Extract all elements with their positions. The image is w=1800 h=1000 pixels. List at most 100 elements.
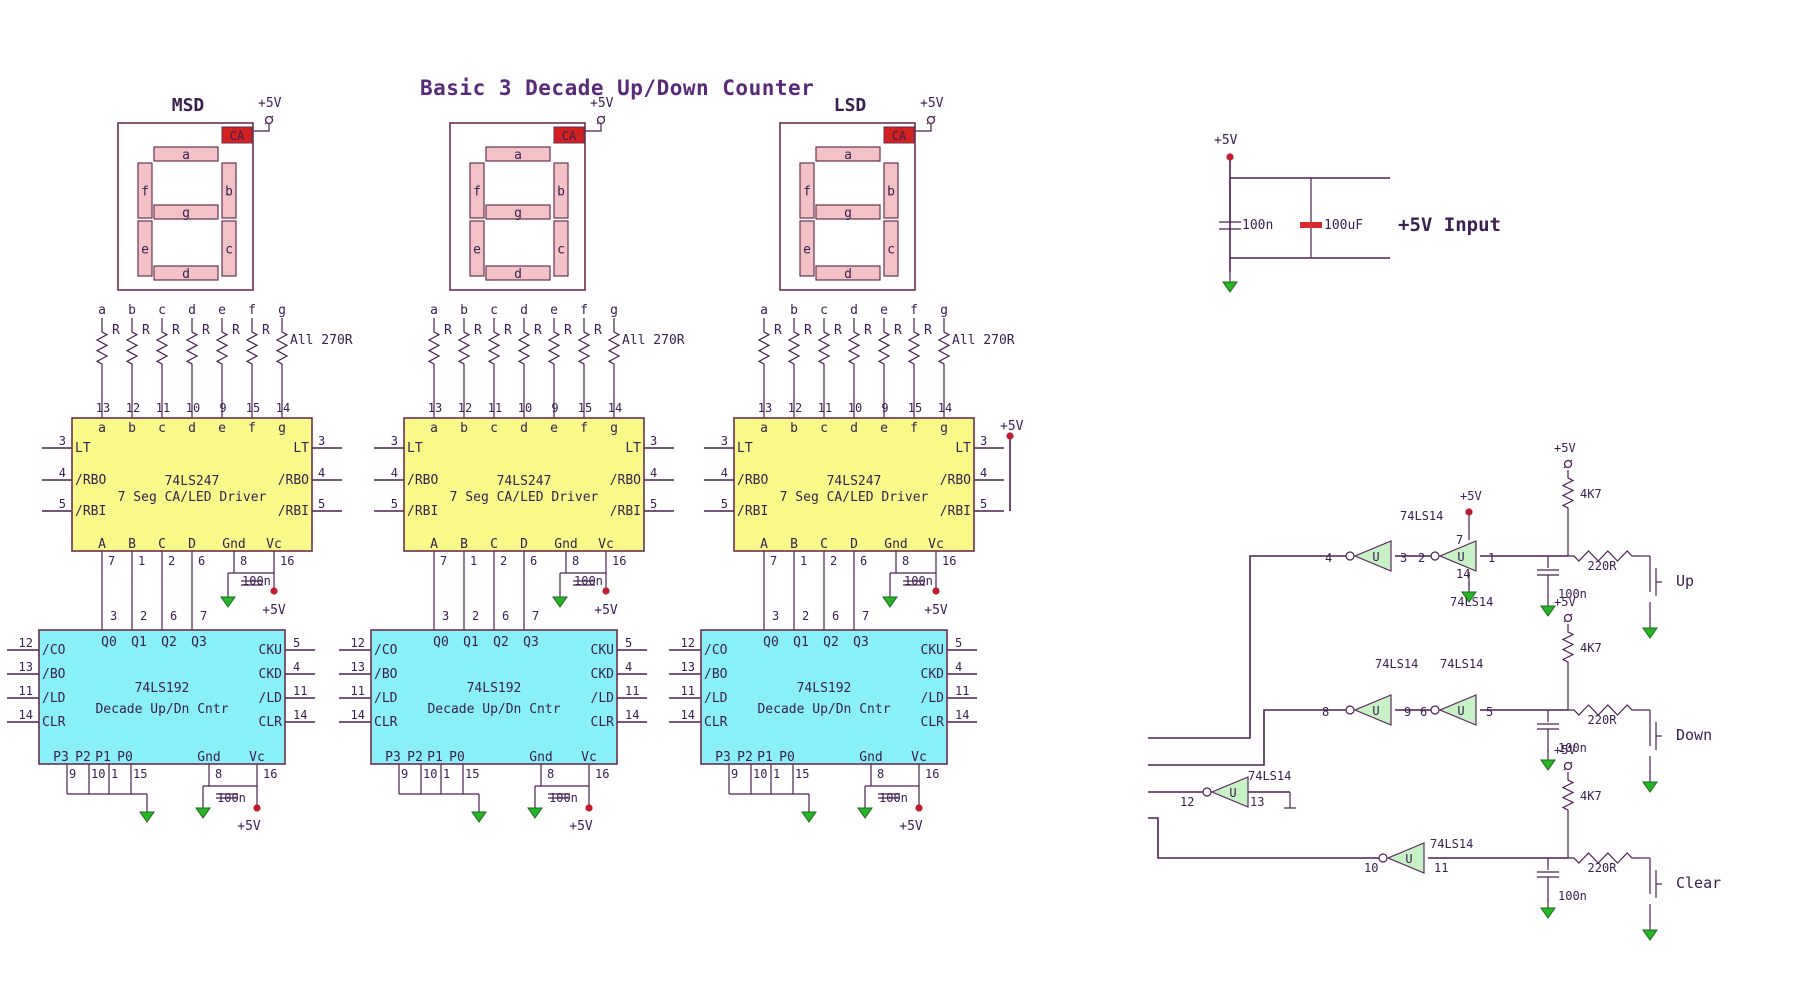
ca-supply	[596, 115, 606, 125]
driver-decoupling-label: 100n	[242, 574, 271, 588]
segment-resistor	[125, 324, 139, 372]
driver-pin-number: 15	[908, 401, 922, 415]
driver-left-pin-num: 3	[721, 434, 728, 448]
counter-gnd-pin-num: 8	[547, 767, 554, 781]
down-button-filter-label: 100n	[1558, 741, 1587, 755]
segment-label: c	[557, 243, 565, 258]
driver-pin-number: 9	[219, 401, 226, 415]
segment-resistor	[457, 324, 471, 372]
up-chip-label-1: 74LS14	[1400, 509, 1443, 523]
driver-bcd-pin-num: 6	[530, 554, 537, 568]
driver-left-pin: /RBO	[407, 473, 438, 488]
counter-preset-pin: P0	[117, 750, 133, 765]
driver-segment-pin: b	[790, 421, 798, 436]
counter-q-pin-num: 7	[200, 609, 207, 623]
segment-label: a	[182, 148, 190, 163]
counter-gnd-pin-num: 8	[215, 767, 222, 781]
up-chip-label-2: 74LS14	[1450, 595, 1493, 609]
resistor-letter: R	[864, 323, 872, 338]
driver-chip-desc: 7 Seg CA/LED Driver	[118, 490, 267, 505]
counter-q-pin: Q0	[763, 635, 779, 650]
segment-resistor	[427, 324, 441, 372]
input-supply-node	[1226, 153, 1234, 161]
counter-vcc-node	[585, 804, 593, 812]
clear-inverter	[1386, 842, 1425, 874]
resistor-segment-name: c	[490, 303, 498, 318]
preset-ground	[801, 811, 817, 823]
up-button-supply	[1563, 459, 1573, 469]
down-button-pullup-label: 4K7	[1580, 641, 1602, 655]
counter-vcc-pin: Vc	[911, 750, 927, 765]
down-inverter-1	[1353, 694, 1392, 726]
driver-pin-number: 13	[428, 401, 442, 415]
counter-gnd-pin-num: 8	[877, 767, 884, 781]
driver-segment-pin: g	[610, 421, 618, 436]
counter-gnd-pin: Gnd	[529, 750, 552, 765]
segment-label: g	[182, 206, 190, 221]
ca-wire	[584, 123, 602, 132]
driver-bottom-pin: A	[98, 537, 106, 552]
counter-gnd-pin: Gnd	[859, 750, 882, 765]
segment-resistor	[155, 324, 169, 372]
driver-chip-name: 74LS247	[827, 474, 882, 489]
counter-right-pin: /LD	[591, 691, 615, 706]
counter-right-pin-num: 5	[955, 636, 962, 650]
segment-resistor	[907, 324, 921, 372]
resistor-segment-name: e	[550, 303, 558, 318]
resistor-value-note: All 270R	[952, 333, 1015, 348]
up-button-pullup-label: 4K7	[1580, 487, 1602, 501]
driver-pin-number: 10	[518, 401, 532, 415]
counter-left-pin: /LD	[374, 691, 398, 706]
driver-left-pin-num: 4	[391, 466, 398, 480]
driver-bcd-pin-num: 1	[800, 554, 807, 568]
counter-left-pin-num: 12	[681, 636, 695, 650]
segment-label: e	[473, 243, 481, 258]
gate-symbol: U	[1457, 704, 1464, 718]
driver-bottom-pin: D	[520, 537, 528, 552]
inverter-bubble	[1345, 705, 1355, 715]
driver-right-pin-num: 3	[318, 434, 325, 448]
driver-pin-number: 9	[551, 401, 558, 415]
counter-q-pin-num: 3	[772, 609, 779, 623]
counter-q-pin: Q3	[191, 635, 207, 650]
resistor-letter: R	[534, 323, 542, 338]
counter-q-pin: Q0	[101, 635, 117, 650]
driver-bottom-pin: B	[128, 537, 136, 552]
counter-chip-name: 74LS192	[467, 681, 522, 696]
driver-left-pin: LT	[407, 441, 423, 456]
driver-pin-number: 11	[156, 401, 170, 415]
input-cap2-label: 100uF	[1324, 218, 1363, 233]
resistor-letter: R	[474, 323, 482, 338]
counter-supply-label: +5V	[569, 819, 593, 834]
counter-right-pin-num: 14	[625, 708, 639, 722]
up-button-series-label: 220R	[1588, 559, 1618, 573]
segment-label: d	[514, 267, 522, 282]
counter-right-pin: CLR	[259, 715, 283, 730]
up-pin: 4	[1325, 551, 1332, 565]
counter-chip-desc: Decade Up/Dn Cntr	[95, 702, 228, 717]
driver-left-pin: /RBI	[407, 504, 438, 519]
resistor-segment-name: b	[128, 303, 136, 318]
driver-bcd-pin-num: 6	[860, 554, 867, 568]
driver-right-pin-num: 5	[650, 497, 657, 511]
clear-pin: 10	[1364, 861, 1378, 875]
clear-button-supply-label: +5V	[1554, 743, 1576, 757]
driver-segment-pin: g	[278, 421, 286, 436]
driver-left-pin-num: 4	[721, 466, 728, 480]
driver-bcd-pin-num: 2	[500, 554, 507, 568]
bcd-driver-chip	[71, 417, 313, 552]
counter-decoupling-label: 100n	[879, 791, 908, 805]
inverter-bubble	[1202, 787, 1212, 797]
driver-right-pin-num: 4	[980, 466, 987, 480]
clear-wire	[1148, 817, 1384, 859]
driver-vcc-node	[932, 587, 940, 595]
segment-c	[883, 220, 899, 277]
clear-button-pullup	[1561, 772, 1575, 818]
resistor-segment-name: a	[760, 303, 768, 318]
counter-preset-pin: P0	[779, 750, 795, 765]
driver-right-pin: /RBO	[278, 473, 309, 488]
driver-segment-pin: f	[910, 421, 918, 436]
down-chip-label-1: 74LS14	[1375, 657, 1418, 671]
driver-bottom-pin: Gnd	[884, 537, 907, 552]
segment-resistor	[517, 324, 531, 372]
